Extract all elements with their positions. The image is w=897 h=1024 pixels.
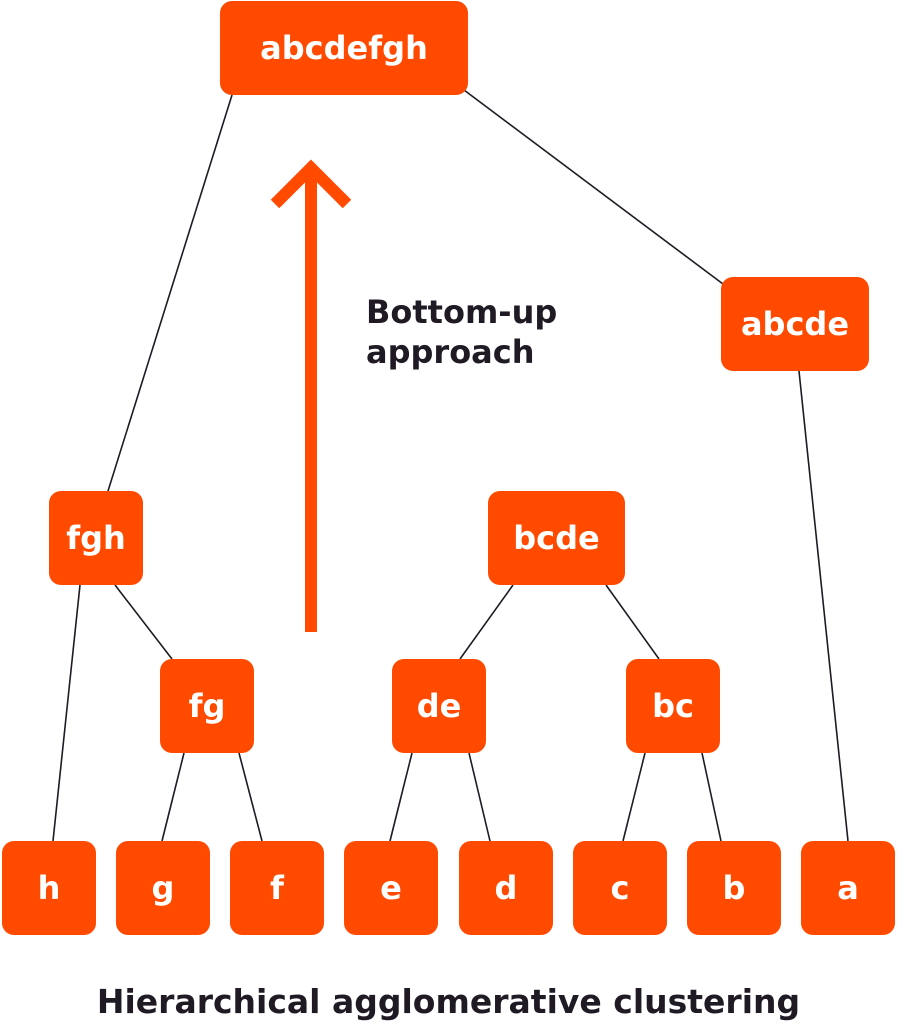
edge-fgh-h xyxy=(52,584,81,842)
edge-de-d xyxy=(468,752,491,842)
node-b: b xyxy=(687,841,781,935)
node-c: c xyxy=(573,841,667,935)
diagram-title: Hierarchical agglomerative clustering xyxy=(96,982,801,1021)
arrow-head xyxy=(270,159,352,209)
bottom-up-arrow xyxy=(270,159,352,632)
node-fg: fg xyxy=(160,659,254,753)
node-de: de xyxy=(392,659,486,753)
node-abcde: abcde xyxy=(721,277,869,371)
arrow-label: Bottom-up approach xyxy=(366,292,557,372)
edge-bc-c xyxy=(622,752,646,842)
node-fgh: fgh xyxy=(49,491,143,585)
node-abcdefgh: abcdefgh xyxy=(220,1,468,95)
node-d: d xyxy=(459,841,553,935)
node-g: g xyxy=(116,841,210,935)
node-e: e xyxy=(344,841,438,935)
node-bc: bc xyxy=(626,659,720,753)
node-h: h xyxy=(2,841,96,935)
arrow-label-line-1: Bottom-up xyxy=(366,293,558,331)
edge-bc-b xyxy=(701,752,722,842)
edge-fgh-fg xyxy=(114,584,173,660)
node-a: a xyxy=(801,841,895,935)
edge-de-e xyxy=(389,752,413,842)
edge-bcde-bc xyxy=(605,584,660,660)
edge-bcde-de xyxy=(459,584,514,660)
edge-fg-g xyxy=(161,752,185,842)
edge-layer xyxy=(52,89,849,842)
arrow-label-line-2: approach xyxy=(366,333,535,371)
edge-abcde-a xyxy=(798,370,849,842)
node-bcde: bcde xyxy=(488,491,625,585)
edge-root-abcde xyxy=(463,89,728,288)
node-f: f xyxy=(230,841,324,935)
edge-fg-f xyxy=(238,752,263,842)
edge-root-fgh xyxy=(107,94,233,492)
